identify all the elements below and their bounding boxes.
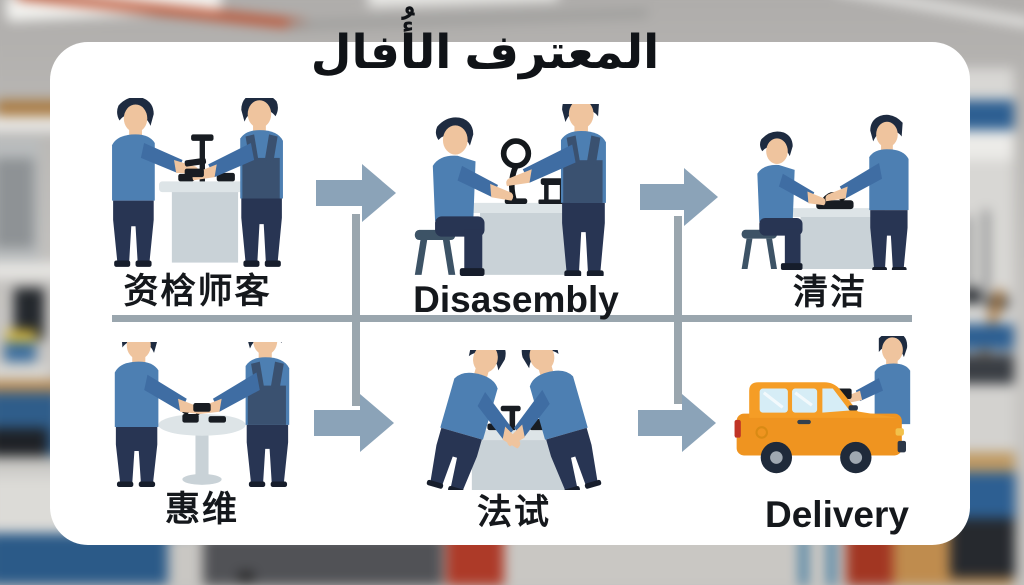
workers-cleaning-desk-icon [741,114,909,270]
left-cabinet-interior [0,158,34,248]
step-label-5: 法试 [476,493,551,532]
workers-testing-desk-icon [426,350,602,490]
step-panel-3: 清洁 [722,100,938,313]
hanging-tool-rod [984,210,988,290]
two-workers-inspection-table-icon [112,98,283,267]
step-label-6: Delivery [765,494,909,535]
step-label-2: Disasembly [413,279,619,320]
left-yellow-tool [6,330,36,342]
step-panel-2: Disasembly [392,104,640,321]
blue-pole [828,536,835,585]
step-panel-6: Delivery [722,336,952,536]
step-panel-1: 资梒师客 [80,98,315,312]
blue-pole [800,536,807,585]
left-counter-items [0,364,48,382]
cart-wheel [238,572,254,582]
seated-worker-magnifier-desk-icon [414,104,606,276]
step-label-3: 清洁 [792,273,867,312]
step-label-1: 资梒师客 [123,272,272,311]
orange-van-delivery-icon [734,336,911,474]
left-blue-tool [4,342,36,362]
step-panel-5: 法试 [392,350,636,533]
diagram-title: المعترف الأُفال [310,25,660,78]
workers-round-repair-table-icon [114,342,290,487]
step-label-4: 惠维 [164,490,239,529]
step-panel-4: 惠维 [82,342,322,530]
